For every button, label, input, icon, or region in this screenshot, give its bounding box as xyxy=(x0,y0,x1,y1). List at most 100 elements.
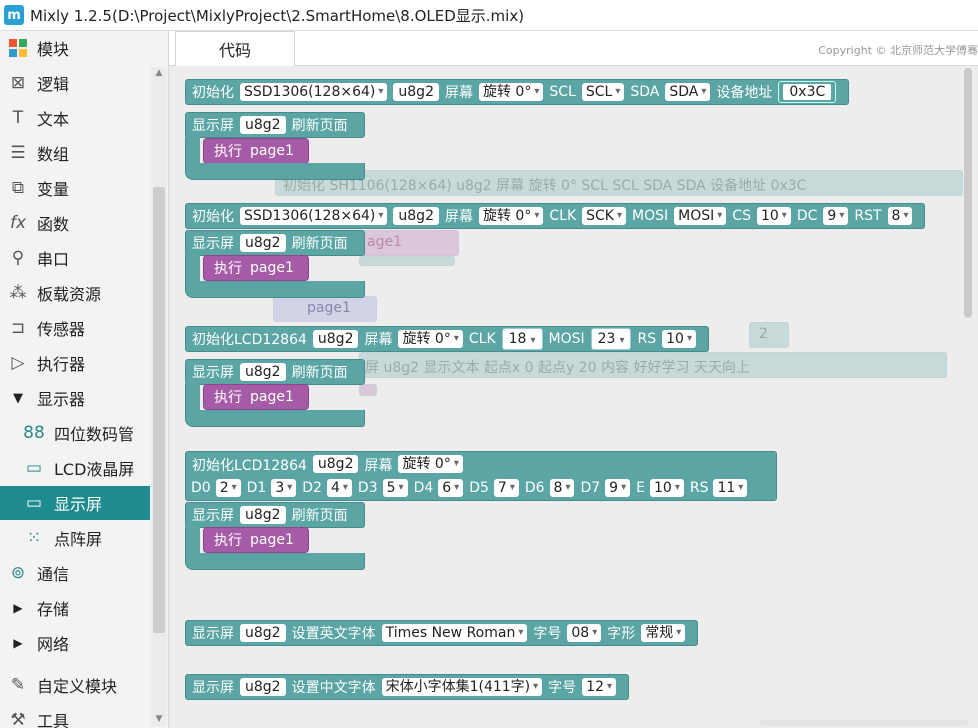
u8g2-var[interactable]: u8g2 xyxy=(240,234,286,252)
font-size-dropdown[interactable]: 08 xyxy=(567,624,602,642)
display-refresh-block[interactable]: 显示屏 u8g2 刷新页面 xyxy=(185,112,365,138)
exec-page1-block[interactable]: 执行 page1 xyxy=(203,255,309,281)
init-ssd1306-spi-block[interactable]: 初始化 SSD1306(128×64) u8g2 屏幕 旋转 0° CLK SC… xyxy=(185,203,926,229)
u8g2-var[interactable]: u8g2 xyxy=(240,363,286,381)
clk-dropdown[interactable]: SCK xyxy=(582,207,627,225)
sidebar-item-lcd[interactable]: ▭ LCD液晶屏 xyxy=(0,451,150,485)
rs-dropdown[interactable]: 10 xyxy=(662,330,696,348)
u8g2-var[interactable]: u8g2 xyxy=(240,624,286,642)
segment-icon: 88 xyxy=(23,423,45,443)
rotate-dropdown[interactable]: 旋转 0° xyxy=(478,83,544,101)
workspace-vertical-scrollbar[interactable] xyxy=(964,68,972,318)
sidebar-item-screen[interactable]: ▭ 显示屏 xyxy=(0,486,150,520)
ghost-block-two[interactable] xyxy=(749,322,789,348)
sidebar-item-display[interactable]: ▼ 显示器 xyxy=(0,381,150,415)
scl-dropdown[interactable]: SCL xyxy=(581,83,625,101)
ghost-page1b-text: page1 xyxy=(307,300,351,316)
pin-dropdown[interactable]: 9 xyxy=(605,479,631,497)
mosi-pin-dropdown[interactable]: 23 xyxy=(590,328,632,350)
font-dropdown[interactable]: Times New Roman xyxy=(381,624,528,642)
block-workspace[interactable]: 初始化 SH1106(128×64) u8g2 屏幕 旋转 0° SCL SCL… xyxy=(169,66,978,728)
pin-dropdown[interactable]: 7 xyxy=(493,479,519,497)
clk-pin-dropdown[interactable]: 18 xyxy=(501,328,543,350)
block-label: 显示屏 xyxy=(192,626,234,642)
font-dropdown[interactable]: 宋体小字体集1(411字) xyxy=(381,678,543,696)
init-ssd1306-i2c-block[interactable]: 初始化 SSD1306(128×64) u8g2 屏幕 旋转 0° SCL SC… xyxy=(185,79,850,105)
display-refresh-block[interactable]: 显示屏 u8g2 刷新页面 xyxy=(185,359,365,385)
sidebar-item-board[interactable]: ⁂ 板载资源 xyxy=(0,276,150,310)
font-size-dropdown[interactable]: 12 xyxy=(582,678,617,696)
sidebar-item-matrix[interactable]: ⁙ 点阵屏 xyxy=(0,521,150,555)
pin-dropdown[interactable]: 3 xyxy=(271,479,297,497)
model-dropdown[interactable]: SSD1306(128×64) xyxy=(240,207,388,225)
ghost-block-page1b[interactable] xyxy=(273,296,377,322)
cs-dropdown[interactable]: 10 xyxy=(756,207,791,225)
init-lcd12864-spi-block[interactable]: 初始化LCD12864 u8g2 屏幕 旋转 0° CLK 18 MOSI 23… xyxy=(185,326,709,352)
u8g2-var[interactable]: u8g2 xyxy=(240,678,286,696)
sidebar-item-network[interactable]: ▶ 网络 xyxy=(0,626,150,660)
sidebar-item-label: 网络 xyxy=(37,635,70,654)
pin-dropdown[interactable]: 6 xyxy=(438,479,464,497)
u8g2-var[interactable]: u8g2 xyxy=(393,83,439,101)
sidebar-item-variable[interactable]: ⧉ 变量 xyxy=(0,171,150,205)
sidebar-item-segment[interactable]: 88 四位数码管 xyxy=(0,416,150,450)
u8g2-var[interactable]: u8g2 xyxy=(240,116,286,134)
pin-dropdown[interactable]: 5 xyxy=(382,479,408,497)
address-input[interactable]: 0x3C xyxy=(778,81,837,103)
rotate-dropdown[interactable]: 旋转 0° xyxy=(478,207,544,225)
sidebar-item-label: 数组 xyxy=(37,145,70,164)
block-label: 屏幕 xyxy=(444,209,473,225)
pin-dropdown[interactable]: 11 xyxy=(713,479,748,497)
model-dropdown[interactable]: SSD1306(128×64) xyxy=(240,83,388,101)
pin-dropdown[interactable]: 4 xyxy=(326,479,352,497)
block-label: 执行 xyxy=(214,533,242,549)
display-refresh-block[interactable]: 显示屏 u8g2 刷新页面 xyxy=(185,230,365,256)
pin-dropdown[interactable]: 8 xyxy=(549,479,575,497)
tab-code[interactable]: 代码 xyxy=(175,31,295,67)
exec-page1-block[interactable]: 执行 page1 xyxy=(203,527,309,553)
u8g2-var[interactable]: u8g2 xyxy=(312,330,359,348)
mosi-dropdown[interactable]: MOSI xyxy=(674,207,727,225)
sidebar-item-serial[interactable]: ⚲ 串口 xyxy=(0,241,150,275)
font-style-dropdown[interactable]: 常规 xyxy=(641,624,686,642)
sidebar-item-tools[interactable]: ⚒ 工具 xyxy=(0,703,150,728)
display-refresh-block[interactable]: 显示屏 u8g2 刷新页面 xyxy=(185,502,365,528)
exec-page1-block[interactable]: 执行 page1 xyxy=(203,384,309,410)
procedure-name: page1 xyxy=(250,532,294,548)
sidebar-item-logic[interactable]: ⊠ 逻辑 xyxy=(0,66,150,100)
pin-dropdown[interactable]: 2 xyxy=(215,479,241,497)
sidebar-item-comm[interactable]: ⊚ 通信 xyxy=(0,556,150,590)
sidebar-item-actuator[interactable]: ▷ 执行器 xyxy=(0,346,150,380)
matrix-icon: ⁙ xyxy=(26,528,42,548)
rotate-dropdown[interactable]: 旋转 0° xyxy=(398,330,463,348)
sidebar-item-text[interactable]: T 文本 xyxy=(0,101,150,135)
u8g2-var[interactable]: u8g2 xyxy=(393,207,439,225)
monitor-icon: ▭ xyxy=(25,493,43,513)
sidebar-item-custom[interactable]: ✎ 自定义模块 xyxy=(0,668,150,702)
dc-dropdown[interactable]: 9 xyxy=(823,207,849,225)
mixly-logo-icon: m xyxy=(4,5,24,25)
scroll-down-icon[interactable]: ▼ xyxy=(155,714,163,724)
sidebar-item-array[interactable]: ☰ 数组 xyxy=(0,136,150,170)
sidebar-item-sensor[interactable]: ⊐ 传感器 xyxy=(0,311,150,345)
scroll-up-icon[interactable]: ▲ xyxy=(155,68,163,78)
ghost-block-text[interactable] xyxy=(359,352,947,378)
set-chinese-font-block[interactable]: 显示屏 u8g2 设置中文字体 宋体小字体集1(411字) 字号 12 xyxy=(185,674,630,700)
set-english-font-block[interactable]: 显示屏 u8g2 设置英文字体 Times New Roman 字号 08 字形… xyxy=(185,620,699,646)
u8g2-var[interactable]: u8g2 xyxy=(240,506,286,524)
ghost-block-page1a[interactable] xyxy=(359,230,459,256)
pin-dropdown[interactable]: 10 xyxy=(649,479,684,497)
sidebar-item-storage[interactable]: ▶ 存储 xyxy=(0,591,150,625)
sidebar-scrollbar-thumb[interactable] xyxy=(153,187,165,633)
workspace-horizontal-scrollbar[interactable] xyxy=(759,720,969,726)
rotate-dropdown[interactable]: 旋转 0° xyxy=(398,455,463,473)
u8g2-var[interactable]: u8g2 xyxy=(312,455,359,473)
exec-page1-block[interactable]: 执行 page1 xyxy=(203,138,309,164)
sidebar-item-function[interactable]: fx 函数 xyxy=(0,206,150,240)
sda-dropdown[interactable]: SDA xyxy=(665,83,711,101)
sidebar-item-modules[interactable]: 模块 xyxy=(0,31,150,65)
address-value[interactable]: 0x3C xyxy=(783,84,832,100)
block-label: 执行 xyxy=(214,390,242,406)
ghost-block-sh1106[interactable] xyxy=(275,170,963,196)
rst-dropdown[interactable]: 8 xyxy=(887,207,913,225)
